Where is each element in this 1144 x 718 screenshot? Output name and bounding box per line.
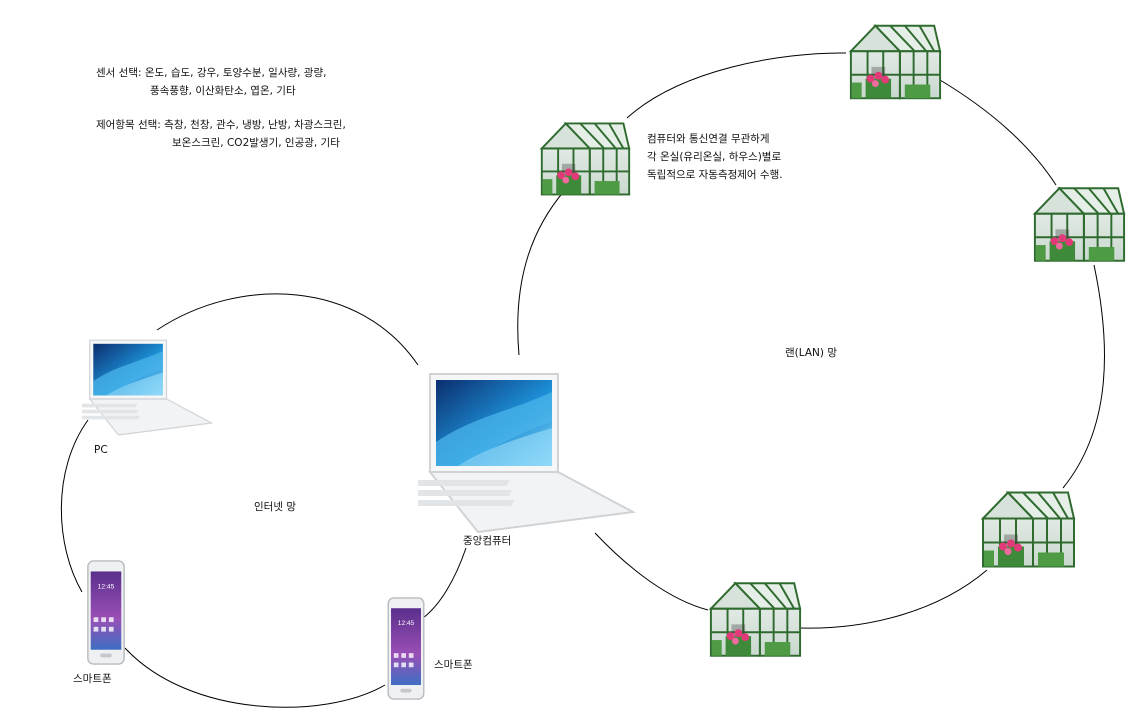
lan-network-label: 랜(LAN) 망 [785,347,837,359]
lan-link-greenhouse-2-3 [939,79,1057,186]
lan-link-greenhouse-4-5 [799,569,988,629]
lan-link-central-greenhouse [517,189,566,356]
smartphone-right-label: 스마트폰 [434,659,473,671]
lan-link-greenhouse-1-2 [626,52,847,119]
central-computer-label: 중앙컴퓨터 [463,535,512,547]
control-note-line1: 제어항목 선택: 측창, 천창, 관수, 냉방, 난방, 차광스크린, [96,119,346,131]
lan-link-greenhouse-3-4 [1062,264,1105,489]
connection-lines [60,52,1105,708]
greenhouse-icon-1 [540,122,631,196]
greenhouse-note-line3: 독립적으로 자동측정제어 수행. [647,169,783,181]
smartphone-left-label: 스마트폰 [73,673,112,685]
internet-link-pc-smartphone [60,419,89,593]
greenhouse-note-line1: 컴퓨터와 통신연결 무관하게 [647,133,770,145]
greenhouse-icon-3 [1033,187,1126,262]
sensor-note-line2: 풍속풍향, 이산화탄소, 엽온, 기타 [150,85,296,97]
control-note-line2: 보온스크린, CO2발생기, 인공광, 기타 [172,137,340,149]
sensor-note-line1: 센서 선택: 온도, 습도, 강우, 토양수분, 일사량, 광량, [96,67,327,79]
greenhouse-icon-2 [849,24,942,100]
internet-link-smartphones [124,647,386,708]
central-computer-laptop-icon [418,373,634,533]
lan-link-central-greenhouse-5 [594,532,709,611]
greenhouse-icon-4 [981,491,1076,568]
internet-link-central-smartphone [422,547,467,619]
internet-network-label: 인터넷 망 [254,501,296,513]
pc-label: PC [94,444,108,456]
pc-laptop-icon [82,339,213,436]
greenhouse-note-line2: 각 온실(유리온실, 하우스)별로 [647,151,782,163]
smartphone-left-icon [87,560,125,665]
smartphone-right-icon [387,597,425,700]
greenhouse-icon-5 [709,582,802,657]
internet-link-pc-central [156,293,419,366]
